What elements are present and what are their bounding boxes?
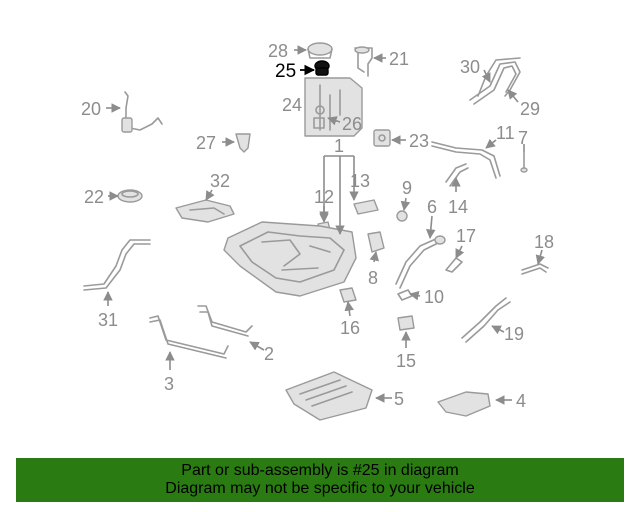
part-16-drawing — [339, 287, 357, 303]
callout-label: 32 — [210, 171, 230, 191]
callout-27: 27 — [196, 133, 235, 153]
callout-25: 25 — [275, 61, 316, 82]
part-14-drawing — [445, 163, 469, 187]
part-32-drawing — [175, 199, 235, 223]
callout-label: 5 — [394, 389, 404, 409]
callout-12: 12 — [314, 187, 334, 221]
banner-line-1: Part or sub-assembly is #25 in diagram — [181, 462, 459, 479]
callout-label: 13 — [350, 171, 370, 191]
callout-label: 1 — [334, 136, 344, 156]
callout-label: 22 — [84, 187, 104, 207]
callout-label: 28 — [268, 41, 288, 61]
callout-label: 18 — [534, 232, 554, 252]
callout-label: 23 — [409, 131, 429, 151]
callout-label: 27 — [196, 133, 216, 153]
part-5-drawing — [285, 371, 373, 421]
callout-24: 24 — [282, 95, 302, 115]
parts-diagram: 28 25 21 24 26 30 29 20 27 23 11 7 — [81, 41, 554, 421]
callout-label: 30 — [460, 57, 480, 77]
part-9-drawing — [396, 210, 408, 222]
callout-21: 21 — [373, 49, 409, 69]
part-7-drawing — [520, 151, 528, 173]
info-banner: Part or sub-assembly is #25 in diagram D… — [16, 458, 624, 502]
callout-3: 3 — [164, 351, 175, 394]
callout-label: 9 — [402, 178, 412, 198]
part-13-drawing — [353, 199, 379, 215]
callout-20: 20 — [81, 99, 121, 119]
callout-label: 24 — [282, 95, 302, 115]
callout-13: 13 — [350, 171, 370, 191]
callout-label: 12 — [314, 187, 334, 207]
part-3-drawing — [149, 315, 229, 359]
callout-label: 29 — [520, 99, 540, 119]
callout-label: 21 — [389, 49, 409, 69]
part-15-drawing — [397, 315, 415, 331]
callout-32: 32 — [205, 171, 230, 201]
callout-29: 29 — [507, 89, 540, 119]
callout-11: 11 — [485, 123, 515, 149]
part-11-drawing — [431, 141, 501, 179]
callout-14: 14 — [448, 177, 468, 217]
part-22-drawing — [117, 189, 143, 203]
callout-label: 31 — [98, 310, 118, 330]
callout-10: 10 — [409, 287, 444, 307]
callout-22: 22 — [84, 187, 119, 207]
callout-30: 30 — [460, 57, 491, 83]
callout-17: 17 — [455, 226, 476, 259]
part-17-drawing — [445, 257, 463, 273]
part-6-drawing — [395, 235, 446, 289]
callout-9: 9 — [400, 178, 412, 211]
callout-label: 8 — [368, 268, 378, 288]
part-10-drawing — [397, 289, 413, 301]
callout-label: 17 — [456, 226, 476, 246]
part-1-drawing — [223, 221, 357, 297]
part-18-drawing — [521, 263, 549, 275]
callout-label: 10 — [424, 287, 444, 307]
callout-label: 15 — [396, 351, 416, 371]
part-21-drawing — [354, 46, 373, 77]
part-19-drawing — [461, 297, 511, 343]
part-23-drawing — [373, 129, 391, 147]
callout-5: 5 — [375, 389, 404, 409]
part-28-drawing — [307, 42, 333, 59]
callout-8: 8 — [368, 251, 380, 288]
callout-label: 3 — [164, 374, 174, 394]
callout-18: 18 — [534, 232, 554, 265]
callout-19: 19 — [491, 324, 524, 344]
callout-label: 16 — [340, 318, 360, 338]
callout-label: 7 — [518, 128, 528, 148]
part-20-drawing — [121, 91, 163, 133]
callout-16: 16 — [340, 301, 360, 338]
callout-26: 26 — [327, 114, 362, 134]
callout-label: 4 — [516, 391, 526, 411]
banner-line-2: Diagram may not be specific to your vehi… — [165, 480, 475, 497]
part-27-drawing — [235, 133, 251, 153]
callout-label: 26 — [342, 114, 362, 134]
callout-7: 7 — [518, 128, 528, 152]
callout-label: 20 — [81, 99, 101, 119]
callout-4: 4 — [495, 391, 526, 411]
callout-label: 14 — [448, 197, 468, 217]
part-4-drawing — [437, 391, 491, 417]
callout-label: 11 — [496, 123, 515, 143]
callout-2: 2 — [249, 341, 274, 364]
callout-28: 28 — [268, 41, 307, 61]
callout-label: 6 — [427, 197, 437, 217]
part-2-drawing — [197, 305, 253, 337]
callout-label: 25 — [275, 61, 296, 82]
part-25-drawing — [314, 60, 330, 76]
part-24-drawing — [304, 77, 363, 137]
callout-label: 19 — [504, 324, 524, 344]
part-31-drawing — [83, 239, 151, 291]
callout-1: 1 — [319, 136, 359, 235]
callout-6: 6 — [426, 197, 437, 239]
part-8-drawing — [367, 231, 385, 253]
callout-label: 2 — [264, 344, 274, 364]
callout-23: 23 — [391, 131, 429, 151]
callout-31: 31 — [98, 291, 118, 330]
callout-15: 15 — [396, 331, 416, 371]
